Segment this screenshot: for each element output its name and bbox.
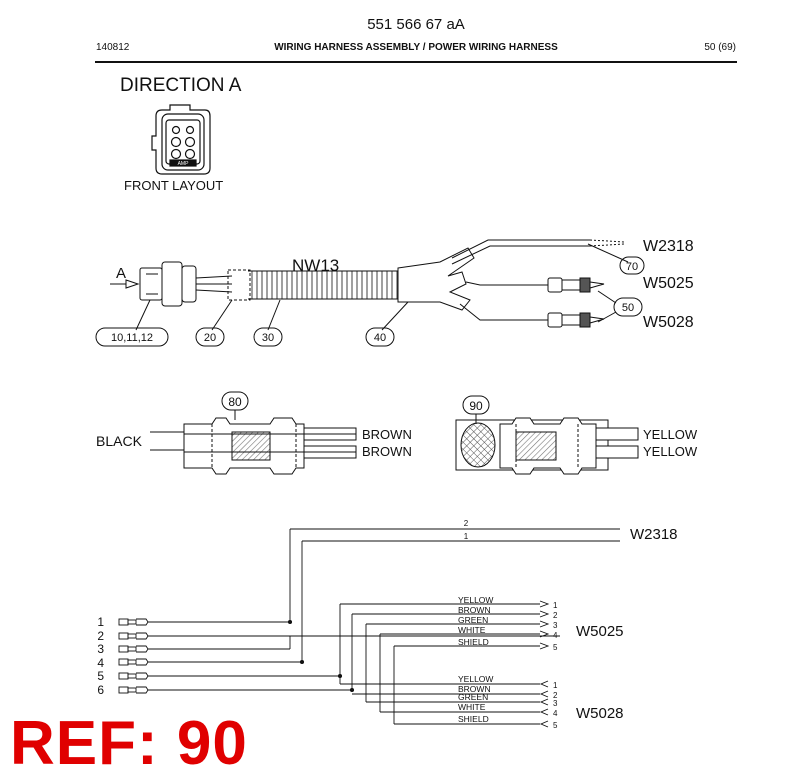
w5028-wire-color: SHIELD: [458, 714, 489, 724]
splice-left-output-wire-2: BROWN: [362, 444, 412, 459]
header-divider: [95, 61, 737, 63]
document-number: 551 566 67 aA: [367, 16, 465, 33]
splice-right-output-wire-2: YELLOW: [643, 444, 698, 459]
w2318-wire-number-1: 1: [464, 532, 469, 541]
w5025-wire-color: GREEN: [458, 615, 488, 625]
splice-detail-90: [455, 395, 639, 475]
w5028-wire-color: YELLOW: [458, 674, 493, 684]
amp-marking: AMP: [178, 161, 190, 167]
w2318-wire-number-2: 2: [464, 519, 469, 528]
w5025-end-pin: 2: [553, 611, 558, 620]
callout-10-11-12: 10,11,12: [111, 332, 153, 344]
schematic-label-w2318: W2318: [630, 526, 678, 543]
view-arrow-label: A: [116, 265, 126, 282]
w5025-wire-color: SHIELD: [458, 637, 489, 647]
pin-terminal-icon: [118, 632, 149, 640]
connector-front-layout: AMP: [151, 104, 211, 175]
pin-terminal-icon: [118, 672, 149, 680]
w5028-end-pin: 5: [553, 721, 558, 730]
page-number: 50 (69): [704, 42, 736, 53]
splice-detail-80: [150, 391, 357, 475]
w5025-end-pin: 5: [553, 643, 558, 652]
schematic-label-w5025: W5025: [576, 623, 624, 640]
wire-end-arrow: [539, 620, 550, 628]
w5025-end-pin: 4: [553, 631, 558, 640]
direction-view-title: DIRECTION A: [120, 75, 242, 96]
front-layout-caption: FRONT LAYOUT: [124, 178, 224, 193]
w5028-end-pin: 2: [553, 691, 558, 700]
date-code: 140812: [96, 42, 130, 53]
w5028-wire-color: BROWN: [458, 684, 491, 694]
callout-80: 80: [228, 395, 242, 409]
w5025-wire-color: YELLOW: [458, 595, 493, 605]
pin-terminal-icon: [118, 618, 149, 626]
bundle-label: NW13: [292, 256, 339, 275]
w5025-wire-color: BROWN: [458, 605, 491, 615]
w5028-wire-color: WHITE: [458, 702, 486, 712]
wire-end-socket: [539, 698, 549, 706]
w5028-end-pin: 1: [553, 681, 558, 690]
wire-end-socket: [539, 680, 549, 688]
pin-terminal-icon: [118, 686, 149, 694]
wire-end-arrow: [539, 630, 550, 638]
wire-end-socket: [539, 690, 549, 698]
callout-90: 90: [469, 399, 483, 413]
wiring-schematic: [118, 528, 620, 728]
pin-number: 6: [97, 683, 104, 697]
splice-right-output-wire-1: YELLOW: [643, 427, 698, 442]
callout-20: 20: [204, 332, 216, 344]
wire-end-arrow: [539, 610, 550, 618]
pin-number: 3: [97, 642, 104, 656]
w5028-end-pin: 3: [553, 699, 558, 708]
w5025-end-pin: 3: [553, 621, 558, 630]
w5025-wire-color: WHITE: [458, 625, 486, 635]
branch-label-w5025: W5025: [643, 275, 694, 292]
w5028-wire-color: GREEN: [458, 692, 488, 702]
branch-label-w2318: W2318: [643, 238, 694, 255]
callout-30: 30: [262, 332, 274, 344]
pin-number: 5: [97, 669, 104, 683]
pin-number: 4: [97, 656, 104, 670]
schematic-label-w5028: W5028: [576, 705, 624, 722]
callout-50: 50: [622, 302, 634, 314]
splice-left-input-wire: BLACK: [96, 433, 143, 449]
pin-number: 1: [97, 615, 104, 629]
pin-terminal-icon: [118, 645, 149, 653]
w5025-end-pin: 1: [553, 601, 558, 610]
w5028-end-pin: 4: [553, 709, 558, 718]
splice-left-output-wire-1: BROWN: [362, 427, 412, 442]
callout-40: 40: [374, 332, 386, 344]
callout-70: 70: [626, 261, 638, 273]
harness-overview: [95, 239, 645, 347]
pin-number: 2: [97, 629, 104, 643]
wire-end-socket: [539, 720, 549, 728]
wire-end-arrow: [539, 600, 550, 608]
ref-stamp: REF: 90: [10, 709, 248, 778]
wire-end-arrow: [539, 642, 550, 650]
document-title: WIRING HARNESS ASSEMBLY / POWER WIRING H…: [274, 42, 558, 53]
corrugated-tube: [248, 270, 398, 300]
branch-label-w5028: W5028: [643, 314, 694, 331]
wire-end-socket: [539, 708, 549, 716]
pin-terminal-icon: [118, 658, 149, 666]
